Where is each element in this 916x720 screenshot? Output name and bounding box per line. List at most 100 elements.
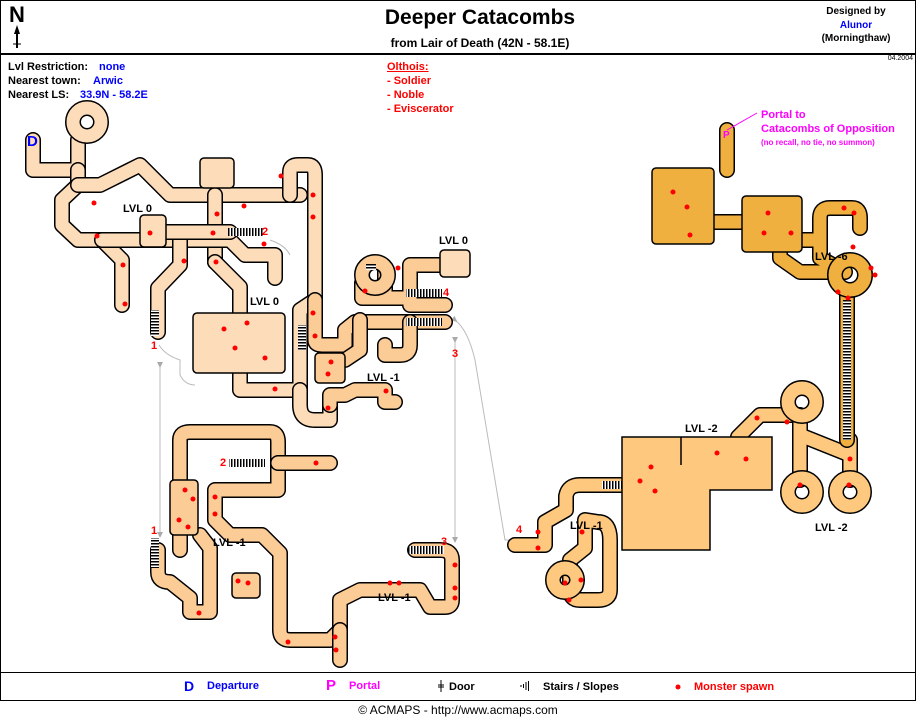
monster-spawn-marker <box>262 355 268 361</box>
loop-corridor <box>828 253 872 297</box>
monster-spawn-marker <box>212 511 218 517</box>
monster-spawn-marker <box>652 488 658 494</box>
monster-spawn-marker <box>579 529 585 535</box>
legend-stairs: Stairs / Slopes <box>543 681 619 693</box>
nearest-ls-label: Nearest LS: <box>8 89 70 101</box>
monster-spawn-marker <box>797 482 803 488</box>
monster-spawn-marker <box>181 258 187 264</box>
corridor <box>173 425 459 647</box>
stairs-icon <box>366 264 376 270</box>
legend-door: Door <box>449 681 475 693</box>
monster-spawn-marker <box>196 610 202 616</box>
monster-spawn-marker <box>91 200 97 206</box>
portal-pointer-line <box>726 112 758 131</box>
level-label: LVL 0 <box>439 235 468 247</box>
nearest-town-label: Nearest town: <box>8 75 81 87</box>
level-label: LVL -1 <box>367 372 400 384</box>
stair-number: 4 <box>516 524 523 536</box>
header-divider <box>0 53 916 55</box>
stairs-icon <box>843 300 851 440</box>
corridor <box>508 478 629 552</box>
room <box>231 572 261 599</box>
monster-spawn-marker <box>310 310 316 316</box>
monster-spawn-marker <box>788 230 794 236</box>
corridor <box>71 158 307 202</box>
monster-spawn-marker <box>535 529 541 535</box>
monster-spawn-marker <box>452 595 458 601</box>
level-label: LVL -1 <box>378 592 411 604</box>
loop-corridor <box>66 101 108 143</box>
loop-corridor <box>781 471 823 513</box>
monster-spawn-marker <box>868 265 874 271</box>
stair-number: 4 <box>443 287 450 299</box>
level-label: LVL -2 <box>685 423 718 435</box>
monster-spawn-marker <box>313 460 319 466</box>
stairs-icon <box>520 681 529 691</box>
corridor <box>323 383 402 412</box>
monster-spawn-marker <box>835 289 841 295</box>
stair-number: 3 <box>452 348 459 360</box>
monster-spawn-marker <box>761 230 767 236</box>
monster-spawn-marker <box>210 230 216 236</box>
corridor <box>355 258 452 362</box>
stairs-icon <box>228 228 264 236</box>
monster-spawn-marker <box>714 450 720 456</box>
page-title: Deeper Catacombs <box>384 6 576 29</box>
level-label: LVL -1 <box>213 537 246 549</box>
designed-by-label: Designed by <box>826 6 886 17</box>
monster-spawn-marker <box>328 359 334 365</box>
level-label: LVL -1 <box>570 520 603 532</box>
loop-corridor <box>355 255 395 295</box>
stair-number: 3 <box>441 536 448 548</box>
level-label: LVL -2 <box>815 522 848 534</box>
monster-spawn-marker <box>872 272 878 278</box>
stairs-icon <box>408 546 444 554</box>
monster-spawn-marker <box>261 241 267 247</box>
monster-spawn-marker <box>182 487 188 493</box>
stairs-icon <box>151 310 159 336</box>
corridor <box>208 255 247 322</box>
legend-spawn: Monster spawn <box>694 681 775 693</box>
lvl-restriction-value: none <box>99 61 126 73</box>
monster-spawn-marker <box>190 496 196 502</box>
monster-spawn-marker <box>244 320 250 326</box>
stair-number: 2 <box>262 226 269 238</box>
stairs-icon <box>602 481 622 489</box>
monster-spawn-marker <box>232 345 238 351</box>
monster-item: - Soldier <box>387 75 432 87</box>
room <box>199 157 235 189</box>
monster-spawn-marker <box>285 639 291 645</box>
monster-spawn-marker <box>765 210 771 216</box>
stair-number: 1 <box>151 525 158 537</box>
monster-spawn-marker <box>637 478 643 484</box>
nearest-town-value: Arwic <box>93 75 123 87</box>
monster-spawn-marker <box>396 580 402 586</box>
monster-spawn-marker <box>310 214 316 220</box>
monster-spawn-marker <box>684 204 690 210</box>
loop-corridor <box>546 561 584 599</box>
monster-spawn-marker <box>850 244 856 250</box>
portal-note-line3: (no recall, no tie, no summon) <box>761 138 875 147</box>
monster-spawn-marker <box>395 265 401 271</box>
room <box>621 436 773 551</box>
north-arrow-icon <box>13 25 21 48</box>
footer-copyright: © ACMAPS - http://www.acmaps.com <box>358 703 558 717</box>
monster-spawn-marker <box>851 210 857 216</box>
stairs-icon <box>229 459 265 467</box>
departure-marker[interactable]: D <box>27 133 38 150</box>
designer-name: Alunor <box>839 20 873 31</box>
stairs-icon <box>406 289 442 297</box>
monster-spawn-marker <box>94 233 100 239</box>
portal-marker[interactable]: P <box>723 130 730 141</box>
corridor <box>26 133 85 177</box>
level-label: LVL 0 <box>123 203 152 215</box>
level-label: LVL 0 <box>250 296 279 308</box>
monster-item: - Noble <box>387 89 425 101</box>
corridor <box>338 313 367 367</box>
monster-spawn-marker <box>278 173 284 179</box>
level-connector-line <box>158 344 196 386</box>
monster-spawn-marker <box>333 647 339 653</box>
monster-spawn-marker <box>452 562 458 568</box>
page-subtitle: from Lair of Death (42N - 58.1E) <box>390 36 570 50</box>
stair-number: 1 <box>151 340 158 352</box>
